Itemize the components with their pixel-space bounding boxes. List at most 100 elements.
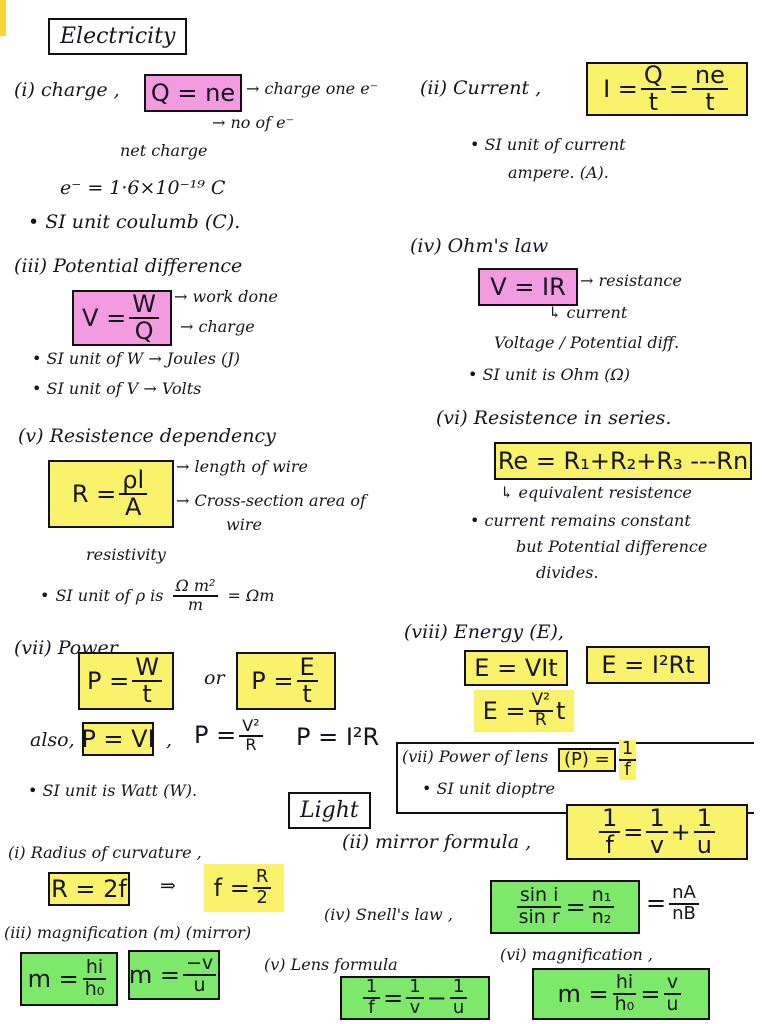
focal-num: R (252, 867, 272, 889)
lens-num2: 1 (406, 977, 424, 999)
resistance-lhs: R = (71, 480, 117, 508)
potential-si-w: SI unit of W → Joules (J) (32, 349, 240, 368)
charge-formula-box: Q = ne (144, 74, 242, 112)
power-si-unit: SI unit is Watt (W). (28, 781, 198, 800)
snell-num3: nA (669, 883, 699, 905)
potential-w-note: → work done (174, 287, 278, 306)
power-p2-lhs: P = (251, 667, 294, 695)
magnification-mirror-label: (iii) magnification (m) (mirror) (4, 923, 252, 942)
current-label: (ii) Current , (420, 77, 542, 99)
charge-e-note: → charge one e⁻ (246, 79, 379, 98)
snell-num1: sin i (516, 885, 562, 908)
snell-den1: sin r (518, 906, 560, 928)
charge-n-note: → no of e⁻ (212, 113, 295, 132)
power-i2r: P = I²R (296, 723, 380, 751)
mirror-num3: 1 (693, 805, 716, 833)
focal-den: 2 (256, 887, 268, 908)
lens-den2: v (409, 997, 421, 1018)
series-equivalent-note: ↳ equivalent resistence (500, 483, 692, 502)
ohm-label: (iv) Ohm's law (410, 235, 549, 257)
lens-den3: u (452, 997, 465, 1018)
mag-m2-lhs: m = (128, 961, 180, 989)
potential-label: (iii) Potential difference (14, 255, 243, 277)
radius-arrow: ⇒ (160, 875, 176, 897)
ohm-i-note: ↳ current (548, 303, 628, 322)
power-p4-lhs: P = (194, 721, 237, 749)
current-f1-den: t (648, 88, 659, 116)
lens-num3: 1 (449, 977, 468, 999)
energy-e3-tail: t (555, 697, 566, 725)
light-title: Light (288, 792, 371, 829)
mag-m3-lhs: m = (557, 980, 609, 1008)
mag-m1-lhs: m = (27, 965, 79, 993)
focal-lhs: f = (213, 874, 250, 902)
power-vi-box: P = VI (81, 722, 155, 756)
mirror-eq: = (623, 818, 644, 846)
potential-lhs: V = (82, 304, 127, 332)
current-f2-num: ne (691, 62, 728, 90)
resistivity-si-den: m (187, 594, 204, 614)
electricity-title: Electricity (48, 18, 188, 55)
power-p1-lhs: P = (87, 667, 130, 695)
potential-den: Q (134, 317, 154, 345)
resistance-a-note: → Cross-section area of (176, 491, 366, 510)
mirror-num1: 1 (598, 805, 621, 833)
resistivity-si-prefix: SI unit of ρ is (55, 585, 164, 605)
ohm-r-note: → resistance (580, 271, 682, 290)
mag-m3-num2: v (663, 972, 682, 995)
radius-label: (i) Radius of curvature , (8, 843, 202, 862)
resistivity-note: resistivity (86, 545, 166, 564)
power-p4-num: V² (239, 717, 263, 737)
ohm-v-note: Voltage / Potential diff. (494, 333, 680, 352)
energy-vit-box: E = VIt (464, 650, 568, 686)
lens-den1: f (368, 997, 375, 1018)
electron-charge-value: e⁻ = 1·6×10⁻¹⁹ C (60, 177, 226, 199)
ohm-si-unit: SI unit is Ohm (Ω) (468, 365, 630, 384)
resistance-dependency-label: (v) Resistence dependency (18, 425, 276, 447)
mirror-den2: v (649, 831, 665, 859)
lens-power-num: 1 (618, 739, 637, 761)
power-comma: , (166, 729, 173, 751)
ohm-formula-box: V = IR (478, 268, 578, 306)
current-eq: = (668, 75, 689, 103)
power-also: also, (30, 729, 75, 751)
lens-power-lhs: (P) = (558, 747, 616, 773)
mag-m2-den: u (193, 974, 206, 996)
charge-label: (i) charge , (14, 79, 120, 101)
series-label: (vi) Resistence in series. (436, 407, 672, 429)
power-p1-den: t (142, 680, 152, 708)
mirror-den3: u (696, 831, 712, 859)
charge-q-note: net charge (120, 141, 208, 160)
mag-m2-num: −v (182, 953, 217, 976)
energy-e3-num: V² (528, 691, 553, 712)
